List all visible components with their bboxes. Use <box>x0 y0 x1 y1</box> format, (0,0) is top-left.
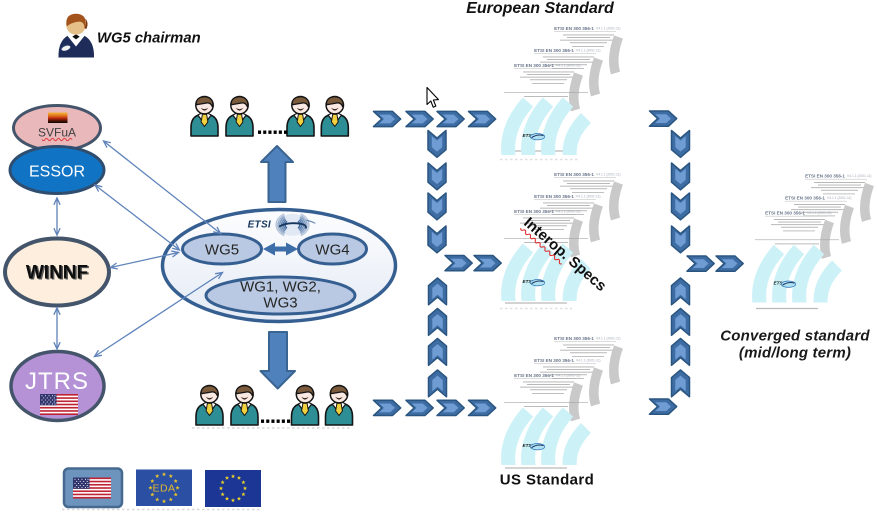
svg-text:Converged standard: Converged standard <box>720 328 870 345</box>
svg-text:WINNF: WINNF <box>26 263 88 284</box>
svg-text:JTRS: JTRS <box>25 368 89 395</box>
svg-text:WG5: WG5 <box>205 242 239 259</box>
svg-text:WG5 chairman: WG5 chairman <box>97 31 201 47</box>
svg-text:(mid/long term): (mid/long term) <box>739 345 851 362</box>
svg-text:European Standard: European Standard <box>466 0 615 17</box>
svg-text:WG3: WG3 <box>263 295 297 312</box>
svg-text:WINNF: WINNF <box>27 264 89 285</box>
svg-text:SVFuA: SVFuA <box>38 126 76 140</box>
svg-text:ESSOR: ESSOR <box>29 164 85 181</box>
svg-text:ETSI: ETSI <box>248 220 271 231</box>
svg-text:EDA: EDA <box>152 483 175 495</box>
svg-text:WG4: WG4 <box>315 242 349 259</box>
svg-text:WG1, WG2,: WG1, WG2, <box>240 279 321 296</box>
svg-text:US Standard: US Standard <box>500 472 594 489</box>
